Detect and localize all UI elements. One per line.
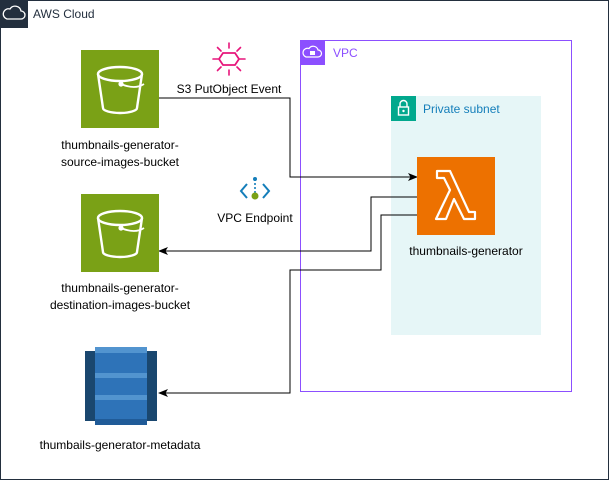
vpc-title: VPC (333, 46, 358, 60)
vpc-endpoint-icon (238, 176, 272, 206)
padlock-icon (391, 96, 416, 121)
s3-bucket-icon[interactable] (81, 194, 159, 272)
event-label: S3 PutObject Event (176, 82, 282, 96)
dest-bucket-label-line2: destination-images-bucket (49, 298, 191, 312)
vpc-endpoint-label: VPC Endpoint (217, 211, 293, 225)
source-bucket-label: thumbnails-generator- source-images-buck… (40, 137, 200, 171)
aws-cloud-icon (0, 0, 28, 28)
lambda-icon[interactable] (417, 157, 495, 235)
dest-connector (158, 196, 417, 255)
event-icon (211, 41, 247, 77)
lambda-label: thumbnails-generator (409, 244, 523, 258)
private-subnet-title: Private subnet (423, 102, 500, 116)
dest-bucket-label-line1: thumbnails-generator- (61, 281, 179, 295)
dynamodb-icon[interactable] (83, 345, 159, 427)
s3-bucket-icon[interactable] (81, 50, 159, 128)
vpc-icon (300, 40, 325, 65)
vpc-group (300, 40, 572, 392)
event-connector (159, 97, 418, 181)
metadata-table-label: thumbails-generator-metadata (39, 438, 201, 452)
metadata-connector (158, 214, 417, 397)
source-bucket-label-line1: thumbnails-generator- (61, 138, 179, 152)
dest-bucket-label: thumbnails-generator- destination-images… (30, 280, 210, 314)
aws-cloud-title: AWS Cloud (33, 7, 95, 21)
source-bucket-label-line2: source-images-bucket (60, 155, 180, 169)
